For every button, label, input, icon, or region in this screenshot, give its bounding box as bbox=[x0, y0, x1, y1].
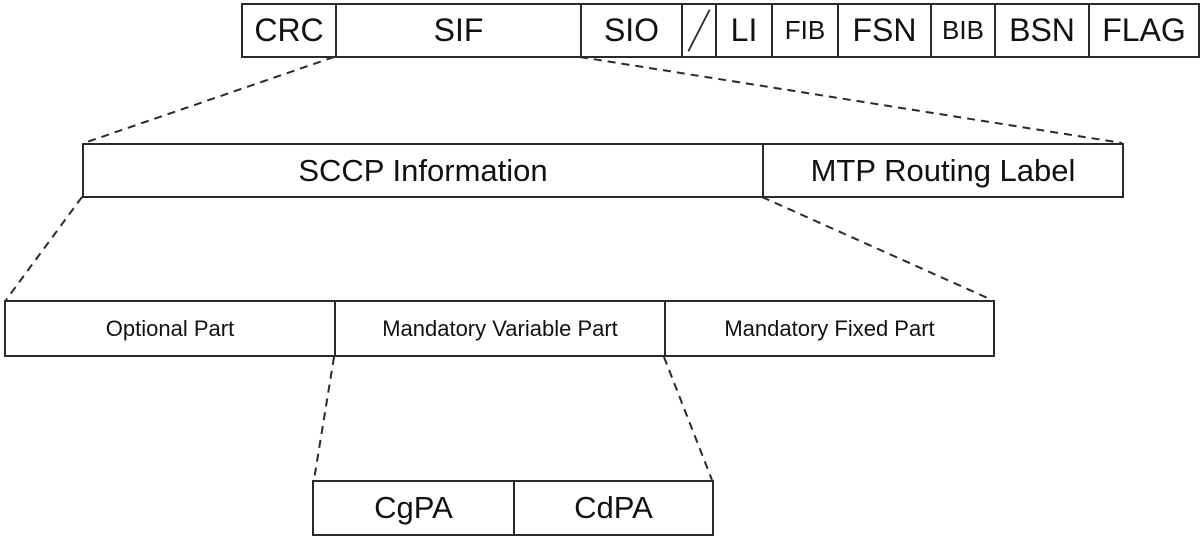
optional-part-box: Optional Part bbox=[4, 300, 336, 357]
mtp-routing-label-label: MTP Routing Label bbox=[810, 152, 1076, 188]
field-li: LI bbox=[715, 3, 773, 58]
field-crc: CRC bbox=[241, 3, 337, 58]
cgpa-label: CgPA bbox=[374, 490, 453, 525]
field-bib-label: BIB bbox=[942, 15, 984, 45]
connector-sccp-right bbox=[761, 196, 993, 301]
field-bsn: BSN bbox=[994, 3, 1090, 58]
field-fib-label: FIB bbox=[784, 15, 826, 45]
connector-sccp-left bbox=[5, 196, 83, 301]
connector-mvp-right bbox=[663, 356, 713, 481]
field-spare bbox=[681, 3, 717, 58]
cgpa-box: CgPA bbox=[312, 480, 515, 536]
field-crc-label: CRC bbox=[254, 12, 324, 48]
sccp-information-label: SCCP Information bbox=[298, 152, 548, 188]
field-sif: SIF bbox=[335, 3, 582, 58]
field-flag-label: FLAG bbox=[1102, 12, 1186, 48]
mtp-routing-label-box: MTP Routing Label bbox=[762, 143, 1124, 198]
mandatory-variable-part-label: Mandatory Variable Part bbox=[382, 315, 618, 341]
mandatory-fixed-part-label: Mandatory Fixed Part bbox=[724, 315, 935, 341]
field-sio: SIO bbox=[580, 3, 683, 58]
field-fsn: FSN bbox=[837, 3, 932, 58]
field-fib: FIB bbox=[771, 3, 839, 58]
field-sio-label: SIO bbox=[603, 12, 660, 48]
mandatory-fixed-part-box: Mandatory Fixed Part bbox=[664, 300, 995, 357]
field-li-label: LI bbox=[730, 12, 758, 48]
mandatory-variable-part-box: Mandatory Variable Part bbox=[334, 300, 666, 357]
spare-slash-icon bbox=[687, 9, 711, 52]
connector-sif-left bbox=[83, 56, 335, 144]
cdpa-label: CdPA bbox=[574, 490, 653, 525]
field-bib: BIB bbox=[930, 3, 996, 58]
field-sif-label: SIF bbox=[433, 12, 484, 48]
optional-part-label: Optional Part bbox=[105, 315, 235, 341]
field-flag: FLAG bbox=[1088, 3, 1200, 58]
field-fsn-label: FSN bbox=[852, 12, 917, 48]
connector-mvp-left bbox=[313, 356, 335, 481]
cdpa-box: CdPA bbox=[513, 480, 714, 536]
sccp-information-box: SCCP Information bbox=[82, 143, 764, 198]
field-bsn-label: BSN bbox=[1009, 12, 1075, 48]
connector-sif-right bbox=[579, 56, 1123, 144]
